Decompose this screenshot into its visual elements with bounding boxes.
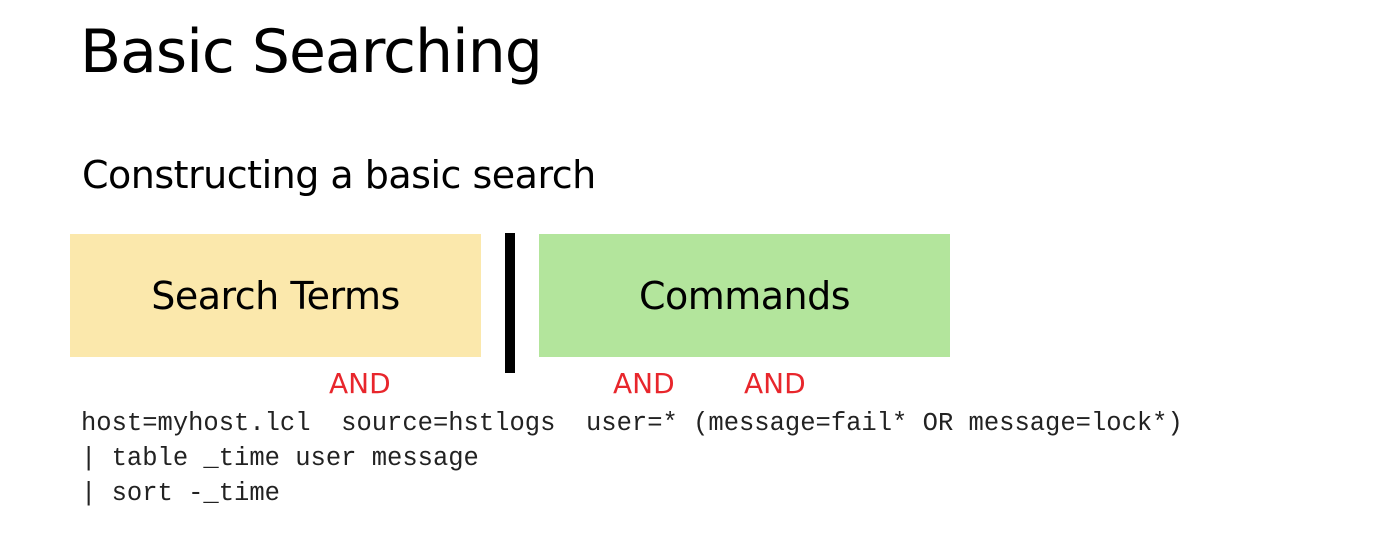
and-operator-label: AND [613,367,675,400]
and-operator-label: AND [744,367,806,400]
query-line-sort: | sort -_time [81,479,280,508]
and-operator-label: AND [329,367,391,400]
query-line-search: host=myhost.lcl source=hstlogs user=* (m… [81,409,1183,438]
search-terms-box: Search Terms [70,234,481,357]
query-line-table: | table _time user message [81,444,479,473]
slide-title: Basic Searching [80,17,543,87]
search-terms-label: Search Terms [151,273,400,318]
commands-label: Commands [638,273,851,318]
commands-box: Commands [539,234,950,357]
pipe-divider [505,233,515,373]
slide-subtitle: Constructing a basic search [82,153,596,197]
